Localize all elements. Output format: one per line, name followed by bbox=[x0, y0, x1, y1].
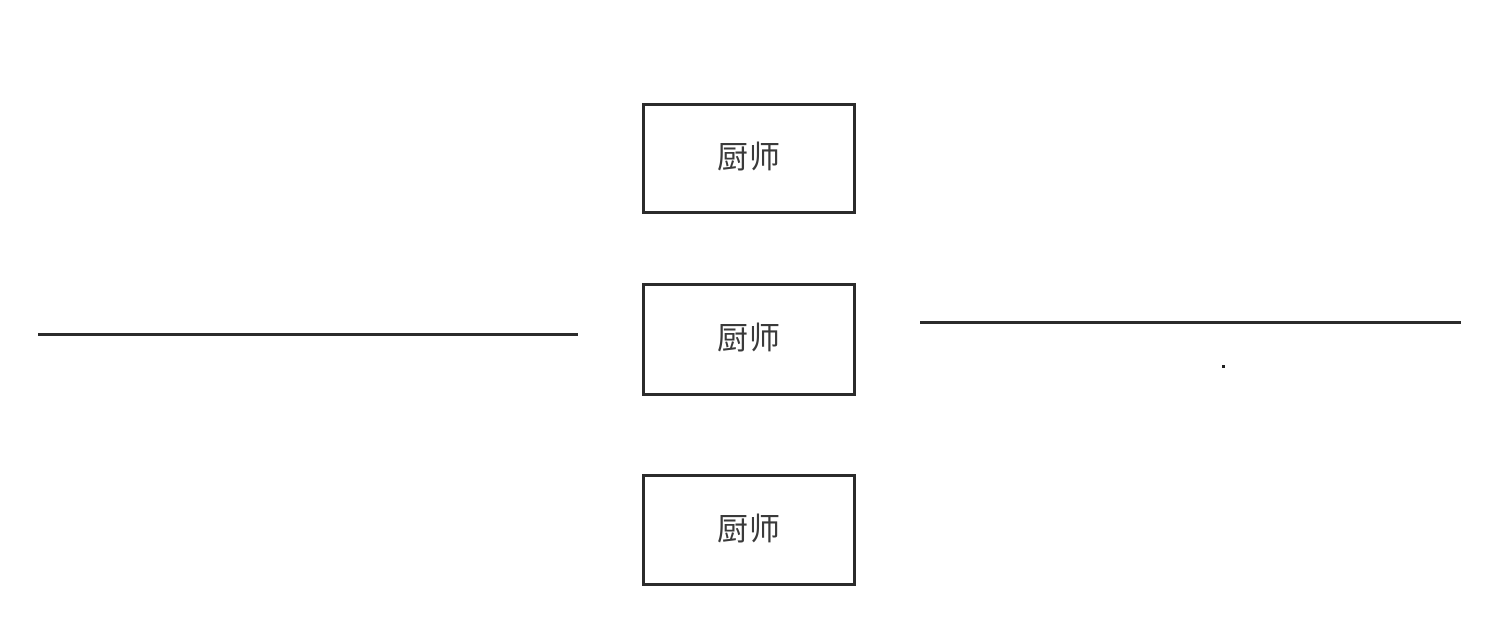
node-box-1[interactable]: 厨师 bbox=[642, 103, 856, 214]
connector-line-right bbox=[920, 321, 1461, 324]
node-label-2: 厨师 bbox=[717, 321, 781, 357]
node-box-3[interactable]: 厨师 bbox=[642, 474, 856, 586]
node-label-3: 厨师 bbox=[717, 511, 781, 548]
node-box-2[interactable]: 厨师 bbox=[642, 283, 856, 396]
speck-mark bbox=[1222, 365, 1225, 368]
node-label-1: 厨师 bbox=[717, 140, 781, 176]
connector-line-left bbox=[38, 333, 578, 336]
